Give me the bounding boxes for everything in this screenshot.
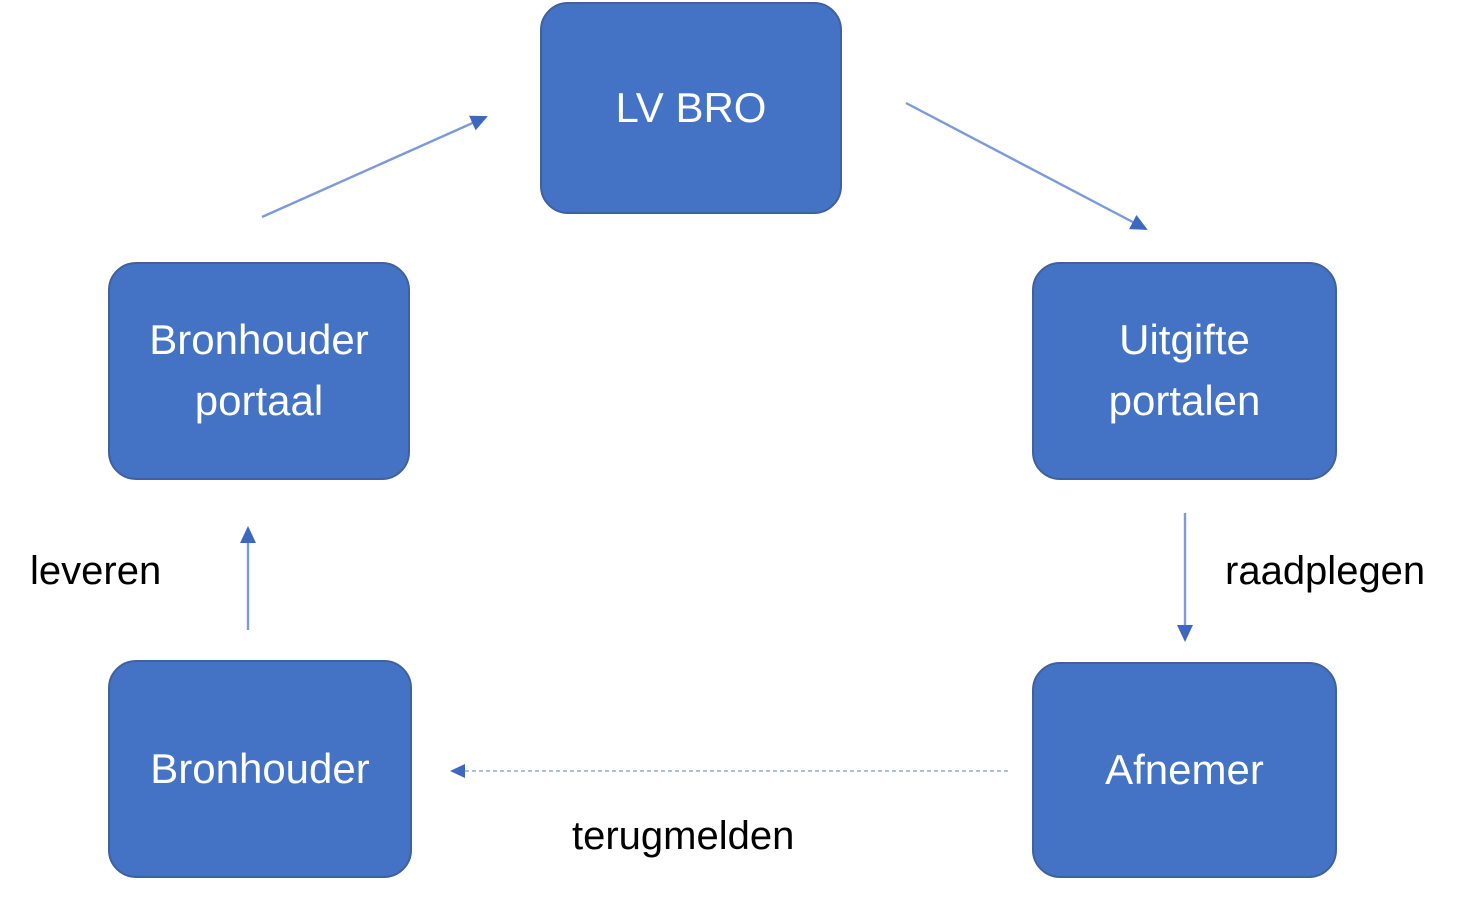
- node-afnemer: Afnemer: [1032, 662, 1337, 878]
- node-lv-bro-label: LV BRO: [615, 83, 767, 131]
- node-bronhouder-portaal-label: Bronhouder portaal: [149, 316, 369, 424]
- node-bronhouder: Bronhouder: [108, 660, 412, 878]
- edge-label-leveren: leveren: [30, 549, 162, 593]
- node-afnemer-label: Afnemer: [1105, 745, 1264, 793]
- arrow-bronhouderportaal-to-lvbro: [261, 115, 488, 219]
- node-uitgifte-portalen: Uitgifte portalen: [1032, 262, 1337, 480]
- node-uitgifte-portalen-label: Uitgifte portalen: [1108, 316, 1261, 424]
- arrow-lvbro-to-uitgifteportalen: [905, 101, 1148, 231]
- node-lv-bro: LV BRO: [540, 2, 842, 214]
- edge-label-raadplegen: raadplegen: [1225, 549, 1426, 593]
- node-bronhouder-label: Bronhouder: [150, 744, 370, 792]
- edge-label-terugmelden: terugmelden: [572, 814, 795, 858]
- node-bronhouder-portaal: Bronhouder portaal: [108, 262, 410, 480]
